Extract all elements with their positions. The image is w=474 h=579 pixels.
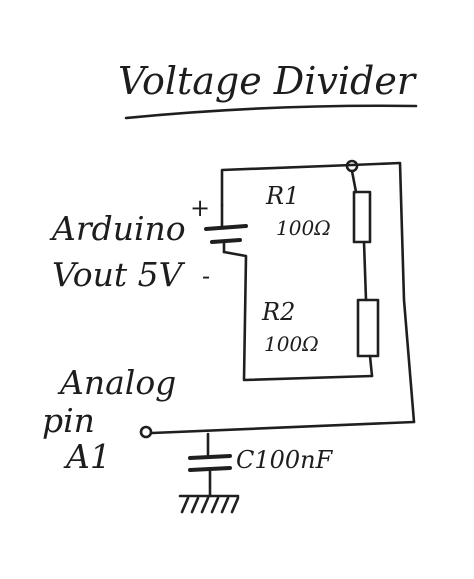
battery-plate-short xyxy=(210,238,242,244)
capacitor-plate-top xyxy=(188,454,232,460)
wire-r2-bottom xyxy=(368,354,374,378)
analog-pin-node xyxy=(139,425,153,439)
wire-r1-r2 xyxy=(362,240,368,302)
analog-pin-label-line1: Analog xyxy=(60,363,177,402)
source-label-line2: Vout 5V xyxy=(52,255,183,294)
wire-node-r1 xyxy=(350,169,358,194)
analog-pin-label-line2: pin xyxy=(42,401,95,440)
wire-top xyxy=(220,163,354,207)
r2-name: R2 xyxy=(262,298,296,326)
r2-value: 100Ω xyxy=(264,332,319,356)
battery-plate-long xyxy=(204,224,248,231)
title-underline xyxy=(124,104,418,120)
r2-body xyxy=(356,298,380,358)
r1-name: R1 xyxy=(266,182,300,210)
analog-pin-label-line3: A1 xyxy=(66,437,111,476)
wire-bottom xyxy=(222,250,374,382)
battery-plus-label: + xyxy=(190,194,211,222)
battery-minus-label: - xyxy=(202,262,211,290)
r1-value: 100Ω xyxy=(276,216,331,240)
wire-analog xyxy=(150,420,416,435)
wire-right xyxy=(350,161,416,424)
source-label-line1: Arduino xyxy=(52,209,186,248)
r1-body xyxy=(352,190,372,244)
ground-hatch xyxy=(180,496,240,514)
capacitor-value: C100nF xyxy=(236,446,333,474)
diagram-title: Voltage Divider xyxy=(118,59,416,103)
